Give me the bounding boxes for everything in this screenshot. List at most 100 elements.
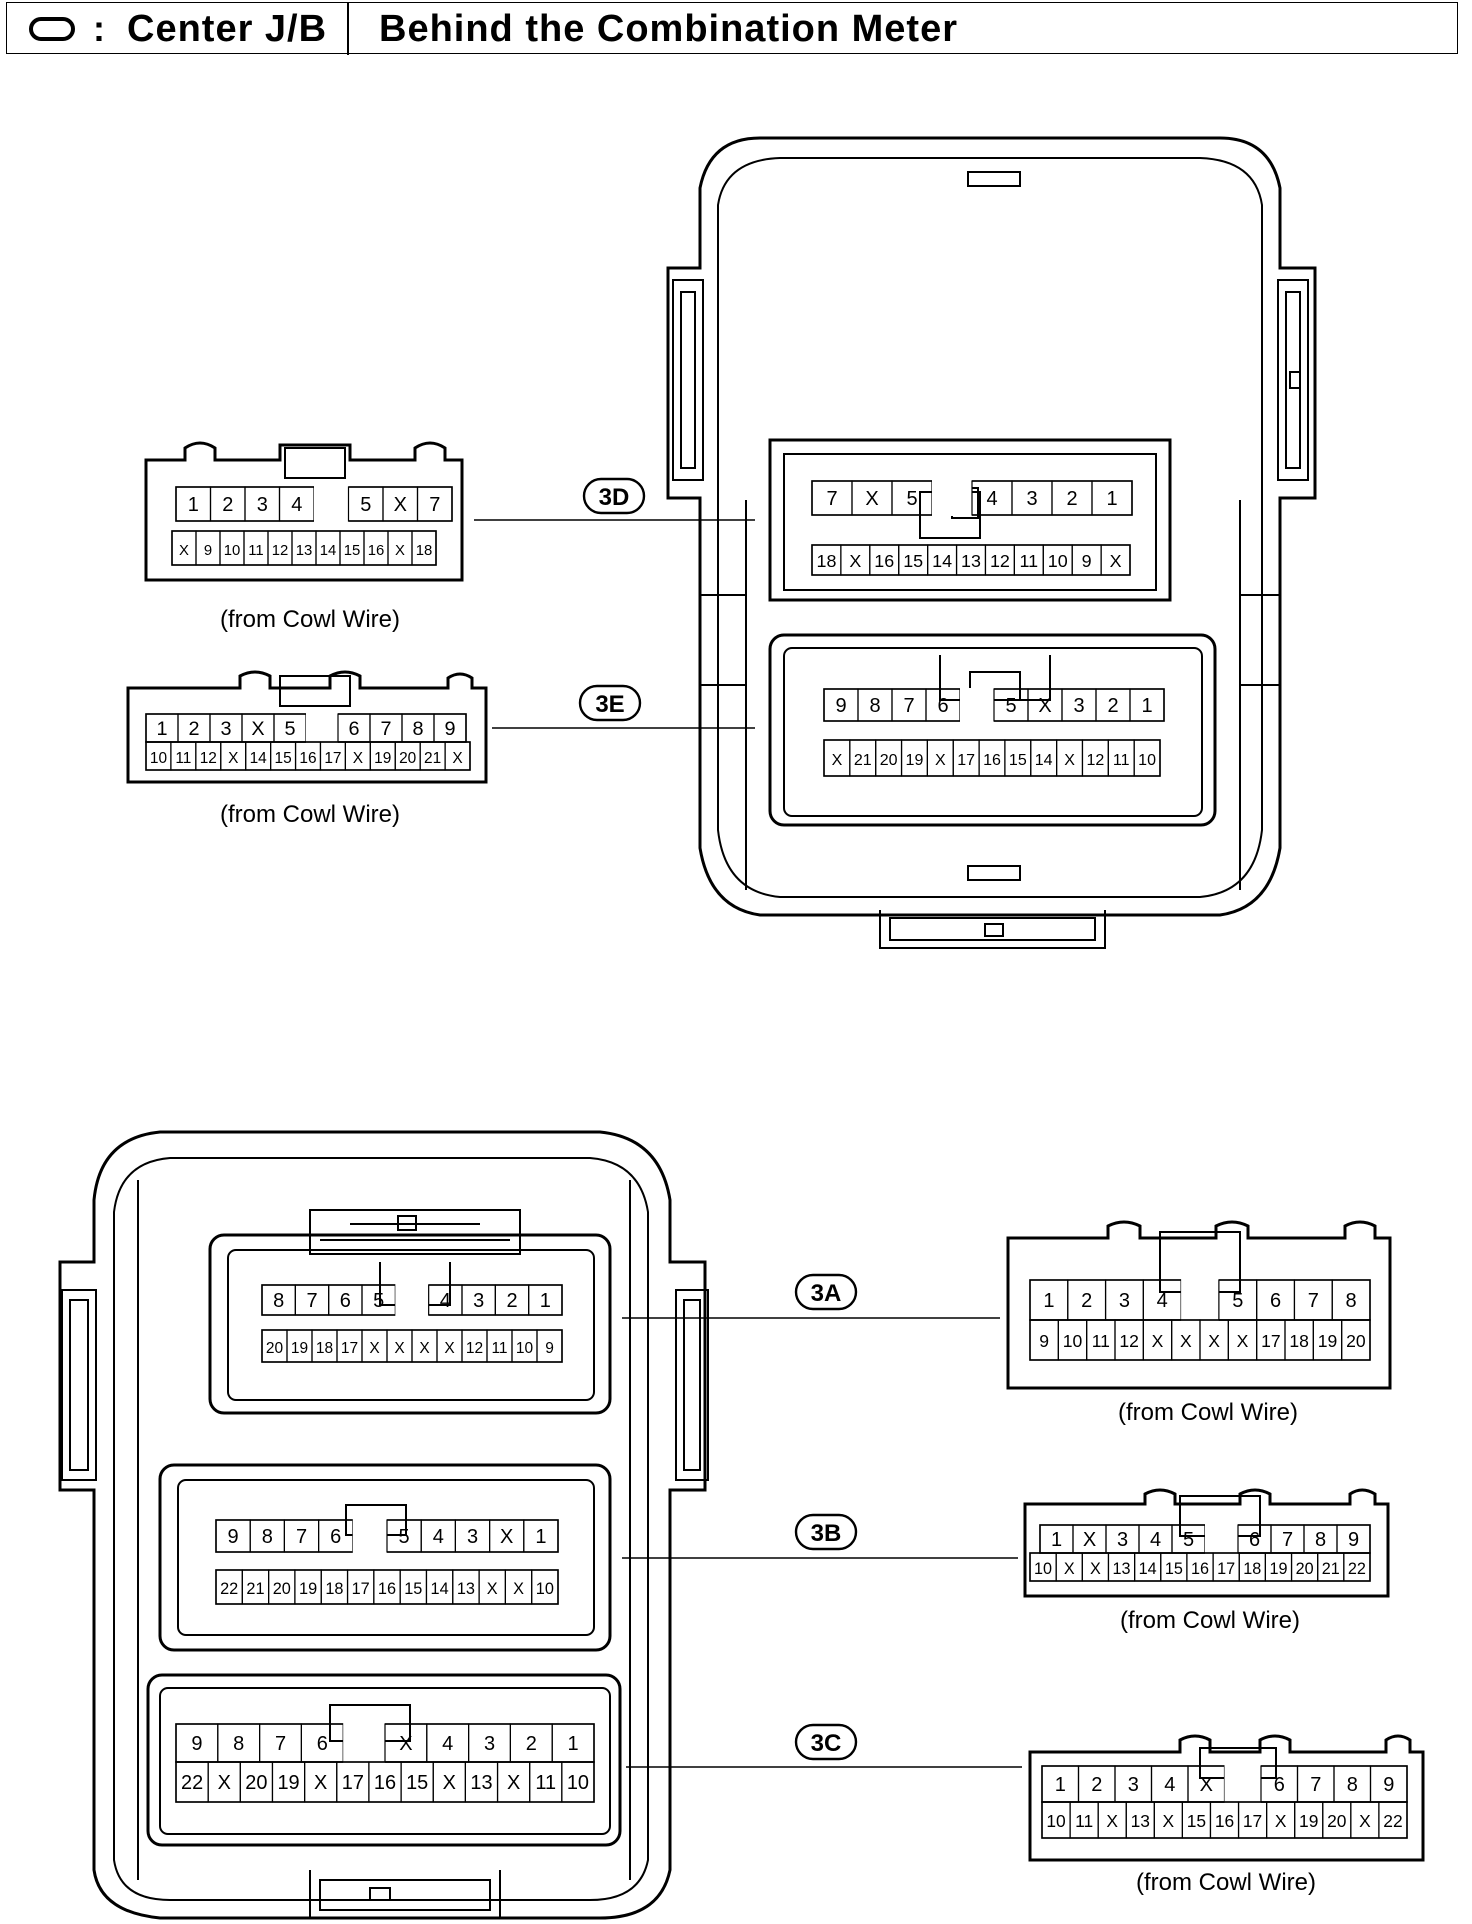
pin-cell: [523, 1519, 559, 1553]
wire-side-connectors: [126, 441, 1425, 1862]
pin-number: X: [1083, 1529, 1096, 1551]
pin-number: X: [443, 1772, 456, 1794]
pin-number: 11: [248, 543, 263, 559]
lower-junction-block: [58, 1130, 709, 1920]
pin-cell: [531, 1569, 559, 1605]
pin-number: X: [1064, 751, 1075, 769]
pin-number: 5: [906, 488, 917, 510]
pin-number: X: [1275, 1811, 1287, 1831]
pin-number: 16: [1191, 1560, 1209, 1578]
pin-number: 9: [1348, 1529, 1359, 1551]
pin-number: 3: [220, 718, 231, 740]
pin-number: 20: [1327, 1811, 1346, 1831]
pin-number: 3: [1026, 488, 1037, 510]
pin-number: 12: [1086, 751, 1104, 769]
pin-number: 16: [1215, 1811, 1234, 1831]
pin-number: 11: [535, 1772, 556, 1794]
pin-number: 21: [246, 1580, 264, 1598]
pin-number: X: [832, 751, 843, 769]
pin-number: X: [935, 751, 946, 769]
pin-number: 18: [816, 551, 836, 571]
pin-number: 12: [990, 551, 1010, 571]
connector-code: 3E: [595, 691, 624, 718]
from-cowl-wire-caption: (from Cowl Wire): [1118, 1399, 1298, 1426]
pin-number: 7: [1308, 1290, 1319, 1312]
pin-number: X: [228, 750, 238, 767]
pin-number: 17: [324, 750, 341, 767]
pin-number: 17: [1243, 1811, 1262, 1831]
pin-cell: [1341, 1319, 1371, 1361]
pin-number: 4: [291, 494, 302, 516]
pin-cell: [416, 486, 453, 522]
pin-number: X: [1110, 551, 1122, 571]
pin-number: 8: [412, 718, 423, 740]
pin-cell: [561, 1761, 595, 1803]
pin-gap: [932, 480, 972, 516]
pin-number: X: [218, 1772, 231, 1794]
pin-number: 18: [325, 1580, 343, 1598]
pin-number: 17: [352, 1580, 370, 1598]
pin-number: 1: [156, 718, 167, 740]
pin-number: 19: [374, 750, 391, 767]
pin-number: X: [1090, 1560, 1101, 1578]
pin-number: 1: [1051, 1529, 1062, 1551]
pin-number: 8: [1346, 1290, 1357, 1312]
pin-gap: [352, 1519, 387, 1553]
pin-number: 7: [1310, 1774, 1321, 1796]
pin-number: 1: [1055, 1774, 1066, 1796]
pin-gap: [960, 688, 994, 722]
pin-number: 4: [986, 488, 997, 510]
pin-number: X: [314, 1772, 327, 1794]
pin-number: 3: [1117, 1529, 1128, 1551]
pin-number: 1: [188, 494, 199, 516]
pin-gap: [1181, 1279, 1219, 1321]
pin-number: 3: [1119, 1290, 1130, 1312]
pin-number: X: [444, 1340, 455, 1357]
pin-number: 4: [1157, 1290, 1168, 1312]
connector-code: 3A: [811, 1280, 842, 1307]
pin-number: 15: [903, 551, 923, 571]
pin-number: 6: [340, 1290, 351, 1312]
pin-number: 2: [188, 718, 199, 740]
pin-number: 21: [1322, 1560, 1340, 1578]
pin-number: 16: [874, 551, 894, 571]
pin-number: 1: [1043, 1290, 1054, 1312]
pin-number: 13: [457, 1580, 475, 1598]
pin-number: 11: [175, 750, 191, 767]
pin-number: X: [251, 718, 264, 740]
pin-cell: [444, 741, 471, 771]
pin-number: 15: [404, 1580, 422, 1598]
pin-cell: [528, 1284, 563, 1316]
pin-number: 3: [257, 494, 268, 516]
pin-number: 14: [1139, 1560, 1157, 1578]
pin-number: 8: [233, 1733, 244, 1755]
pin-number: X: [395, 543, 405, 559]
pin-number: X: [1152, 1331, 1164, 1351]
from-cowl-wire-caption: (from Cowl Wire): [220, 801, 400, 828]
pin-number: 15: [274, 750, 291, 767]
pin-number: 11: [1075, 1811, 1093, 1831]
pin-number: X: [419, 1340, 430, 1357]
pin-number: 2: [506, 1290, 517, 1312]
pin-number: 15: [1187, 1811, 1206, 1831]
pin-number: 8: [262, 1526, 273, 1548]
pin-number: 20: [273, 1580, 291, 1598]
pin-gap: [306, 713, 338, 743]
pin-number: 17: [1261, 1331, 1281, 1351]
pin-number: 2: [1081, 1290, 1092, 1312]
pin-number: 9: [545, 1340, 554, 1357]
pin-number: 17: [1217, 1560, 1235, 1578]
pin-number: 15: [1165, 1560, 1183, 1578]
pin-number: 9: [228, 1526, 239, 1548]
pin-gap: [343, 1723, 385, 1763]
from-cowl-wire-caption: (from Cowl Wire): [1136, 1869, 1316, 1896]
